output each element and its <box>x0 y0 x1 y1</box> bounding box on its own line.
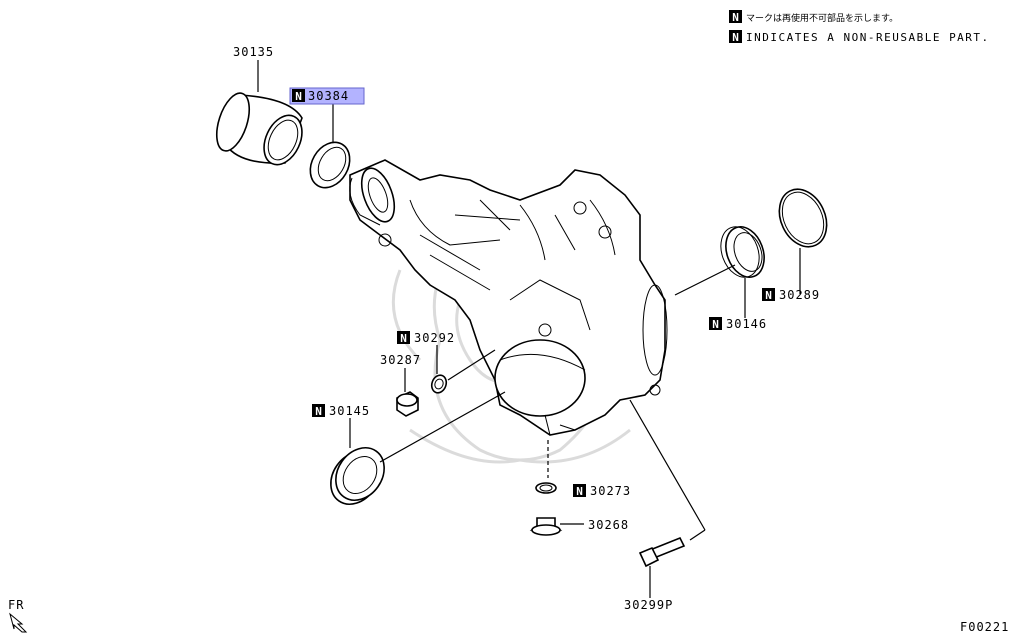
non-reusable-badge-text: N <box>315 405 322 418</box>
non-reusable-badge <box>397 331 410 344</box>
legend-english-text: INDICATES A NON-REUSABLE PART. <box>746 31 990 44</box>
callout-30384-highlight <box>289 87 365 105</box>
part-label-30273: 30273 <box>590 484 631 498</box>
front-arrow-icon <box>9 612 28 633</box>
part-30384-oil-seal <box>309 141 351 189</box>
part-30299P-bolt <box>638 536 686 568</box>
part-label-30299P: 30299P <box>624 598 673 612</box>
non-reusable-badge-text: N <box>295 90 302 103</box>
legend-japanese-text: マークは再使用不可部品を示します。 <box>746 12 898 24</box>
transfer-case-housing <box>349 159 668 436</box>
fr-label: FR <box>8 598 24 612</box>
part-30287-plug <box>396 391 419 417</box>
non-reusable-badge-text: N <box>400 332 407 345</box>
callout-30268[interactable]: 30268 <box>588 518 629 532</box>
legend-badge-en <box>729 30 742 43</box>
callout-30273[interactable]: N 30273 <box>573 484 631 498</box>
callout-30292[interactable]: N 30292 <box>397 331 455 345</box>
part-30146-oil-seal <box>720 226 765 278</box>
non-reusable-badge <box>573 484 586 497</box>
legend-note: N マークは再使用不可部品を示します。 N INDICATES A NON-RE… <box>729 10 990 44</box>
part-30135-sleeve <box>215 92 303 166</box>
legend-badge-jp-text: N <box>732 11 739 24</box>
non-reusable-badge-text: N <box>712 318 719 331</box>
callout-30287[interactable]: 30287 <box>380 353 421 367</box>
figure-code: F00221 <box>960 620 1009 634</box>
non-reusable-badge <box>709 317 722 330</box>
part-30145-oil-seal <box>330 447 385 505</box>
part-label-30384: 30384 <box>308 89 349 103</box>
non-reusable-badge <box>312 404 325 417</box>
callout-30145[interactable]: N 30145 <box>312 404 370 418</box>
callout-30146[interactable]: N 30146 <box>709 317 767 331</box>
part-30289-o-ring <box>778 188 828 248</box>
callout-30299P[interactable]: 30299P <box>624 598 673 612</box>
callout-30135[interactable]: 30135 <box>233 45 274 59</box>
part-label-30145: 30145 <box>329 404 370 418</box>
part-label-30287: 30287 <box>380 353 421 367</box>
callout-30289[interactable]: N 30289 <box>762 288 820 302</box>
non-reusable-badge <box>292 89 305 102</box>
legend-badge-en-text: N <box>732 31 739 44</box>
legend-badge-jp <box>729 10 742 23</box>
non-reusable-badge-text: N <box>576 485 583 498</box>
callout-30384[interactable]: N 30384 <box>289 87 365 105</box>
non-reusable-badge <box>762 288 775 301</box>
part-30268-plug <box>529 517 563 536</box>
front-direction-indicator: FR <box>8 598 28 633</box>
part-label-30146: 30146 <box>726 317 767 331</box>
part-label-30292: 30292 <box>414 331 455 345</box>
part-label-30268: 30268 <box>588 518 629 532</box>
part-label-30289: 30289 <box>779 288 820 302</box>
part-30273-gasket <box>535 482 557 494</box>
non-reusable-badge-text: N <box>765 289 772 302</box>
part-label-30135: 30135 <box>233 45 274 59</box>
part-30292-gasket <box>430 374 448 394</box>
